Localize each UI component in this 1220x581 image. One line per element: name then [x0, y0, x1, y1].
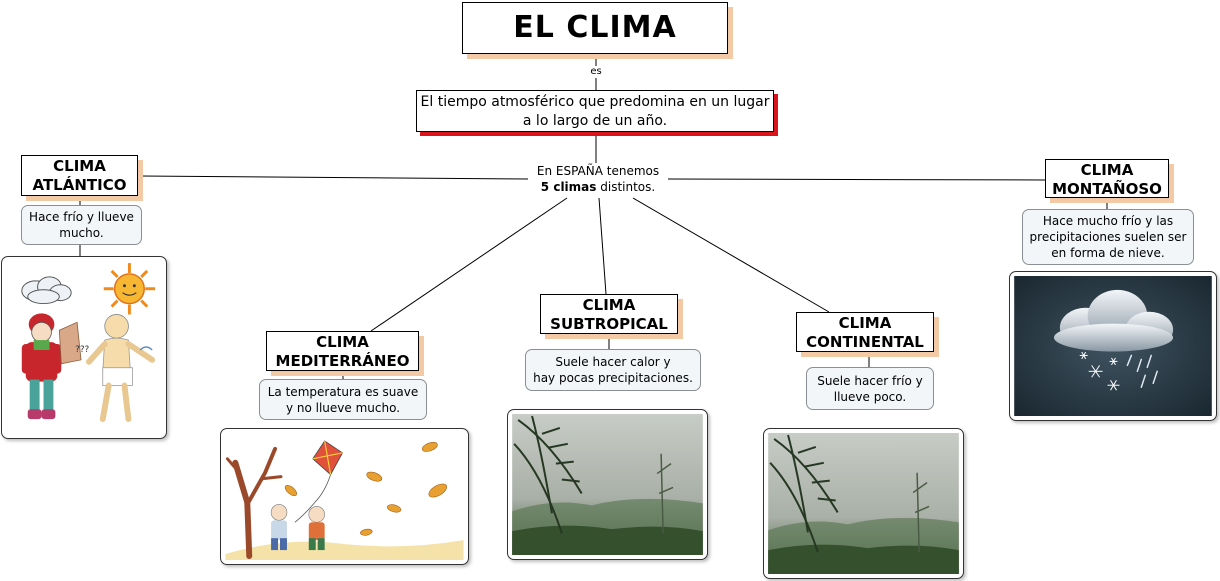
atlantico-desc-line-2: mucho.	[59, 226, 104, 240]
montanoso-desc-line-2: precipitaciones suelen ser	[1029, 230, 1187, 244]
foggy-forest-photo-2	[768, 433, 959, 574]
leaves-icon	[284, 441, 448, 536]
montanoso-desc-line-3: en forma de nieve.	[1051, 246, 1165, 260]
cloud-icon-snow	[1053, 289, 1174, 352]
sun-icon	[103, 263, 156, 315]
mediterraneo-desc-line-1: La temperatura es suave	[267, 384, 419, 399]
clima-atlantico-description[interactable]: Hace frío y llueve mucho.	[21, 205, 142, 245]
clima-subtropical-line-1: CLIMA	[582, 296, 636, 314]
clima-atlantico-line-2: ATLÁNTICO	[32, 176, 127, 194]
spain-linking-text[interactable]: En ESPAÑA tenemos 5 climas distintos.	[528, 163, 668, 197]
montanoso-desc-line-1: Hace mucho frío y las	[1042, 214, 1174, 228]
kite-icon	[294, 440, 344, 523]
warm-child-figure	[85, 314, 156, 423]
clima-atlantico-box[interactable]: CLIMA ATLÁNTICO	[21, 155, 138, 196]
clima-mediterraneo-line-1: CLIMA	[316, 333, 369, 351]
continental-desc-line-1: Suele hacer frío y	[817, 373, 923, 388]
atlantico-desc-line-1: Hace frío y llueve	[29, 210, 134, 224]
line-spain-atlantico	[139, 175, 531, 180]
definition-line-1: El tiempo atmosférico que predomina en u…	[420, 94, 770, 110]
main-concept-title[interactable]: EL CLIMA	[462, 2, 728, 54]
link-label-es: es	[584, 66, 608, 78]
mediterraneo-image[interactable]	[220, 428, 469, 565]
continental-image[interactable]	[763, 428, 964, 579]
children-figures	[270, 504, 325, 551]
clima-continental-line-2: CONTINENTAL	[806, 333, 924, 351]
mediterraneo-desc-line-2: y no llueve mucho.	[285, 400, 401, 415]
subtropical-desc-line-1: Suele hacer calor y	[555, 355, 671, 369]
rain-icon	[1126, 354, 1158, 388]
subtropical-desc-line-2: hay pocas precipitaciones.	[533, 371, 693, 385]
line-spain-subtropical	[598, 197, 607, 295]
clima-continental-line-1: CLIMA	[838, 314, 892, 332]
clima-montanoso-line-1: CLIMA	[1080, 161, 1134, 179]
autumn-kite-illustration	[225, 433, 464, 560]
cold-child-figure: ???	[21, 313, 90, 420]
svg-text:???: ???	[75, 345, 89, 355]
spain-rest-text: distintos.	[596, 180, 656, 194]
fern-icon	[513, 415, 583, 534]
spain-bold-count: 5 climas	[540, 180, 597, 194]
foggy-forest-photo	[512, 414, 703, 555]
spain-line-2: 5 climas distintos.	[528, 179, 668, 195]
atlantico-image[interactable]: ???	[1, 256, 167, 439]
snow-cloud-icon-image	[1014, 276, 1212, 416]
line-spain-mediterraneo	[370, 197, 568, 332]
clima-montanoso-description[interactable]: Hace mucho frío y las precipitaciones sue…	[1022, 209, 1194, 265]
clima-subtropical-description[interactable]: Suele hacer calor y hay pocas precipitaci…	[525, 349, 701, 391]
clima-atlantico-line-1: CLIMA	[53, 157, 106, 175]
cold-and-warm-children-illustration: ???	[6, 261, 162, 434]
continental-desc-line-2: llueve poco.	[833, 389, 907, 404]
tree-icon	[225, 446, 283, 560]
clima-mediterraneo-box[interactable]: CLIMA MEDITERRÁNEO	[266, 331, 419, 371]
clima-mediterraneo-line-2: MEDITERRÁNEO	[275, 352, 410, 370]
spain-line-1: En ESPAÑA tenemos	[536, 164, 660, 178]
clima-subtropical-box[interactable]: CLIMA SUBTROPICAL	[540, 294, 678, 334]
clima-montanoso-line-2: MONTAÑOSO	[1052, 180, 1162, 198]
subtropical-image[interactable]	[507, 409, 708, 560]
snowflake-icon	[1079, 351, 1120, 391]
cloud-icon	[21, 276, 72, 305]
fern-icon-2	[769, 434, 839, 553]
definition-line-2: a lo largo de un año.	[522, 113, 668, 129]
main-title-text: EL CLIMA	[513, 10, 677, 45]
clima-montanoso-box[interactable]: CLIMA MONTAÑOSO	[1045, 159, 1169, 198]
definition-box[interactable]: El tiempo atmosférico que predomina en u…	[416, 90, 774, 132]
line-spain-montanoso	[665, 178, 1046, 181]
clima-subtropical-line-2: SUBTROPICAL	[550, 315, 668, 333]
montanoso-image[interactable]	[1009, 271, 1217, 421]
clima-continental-box[interactable]: CLIMA CONTINENTAL	[796, 312, 934, 352]
line-spain-continental	[632, 197, 830, 313]
